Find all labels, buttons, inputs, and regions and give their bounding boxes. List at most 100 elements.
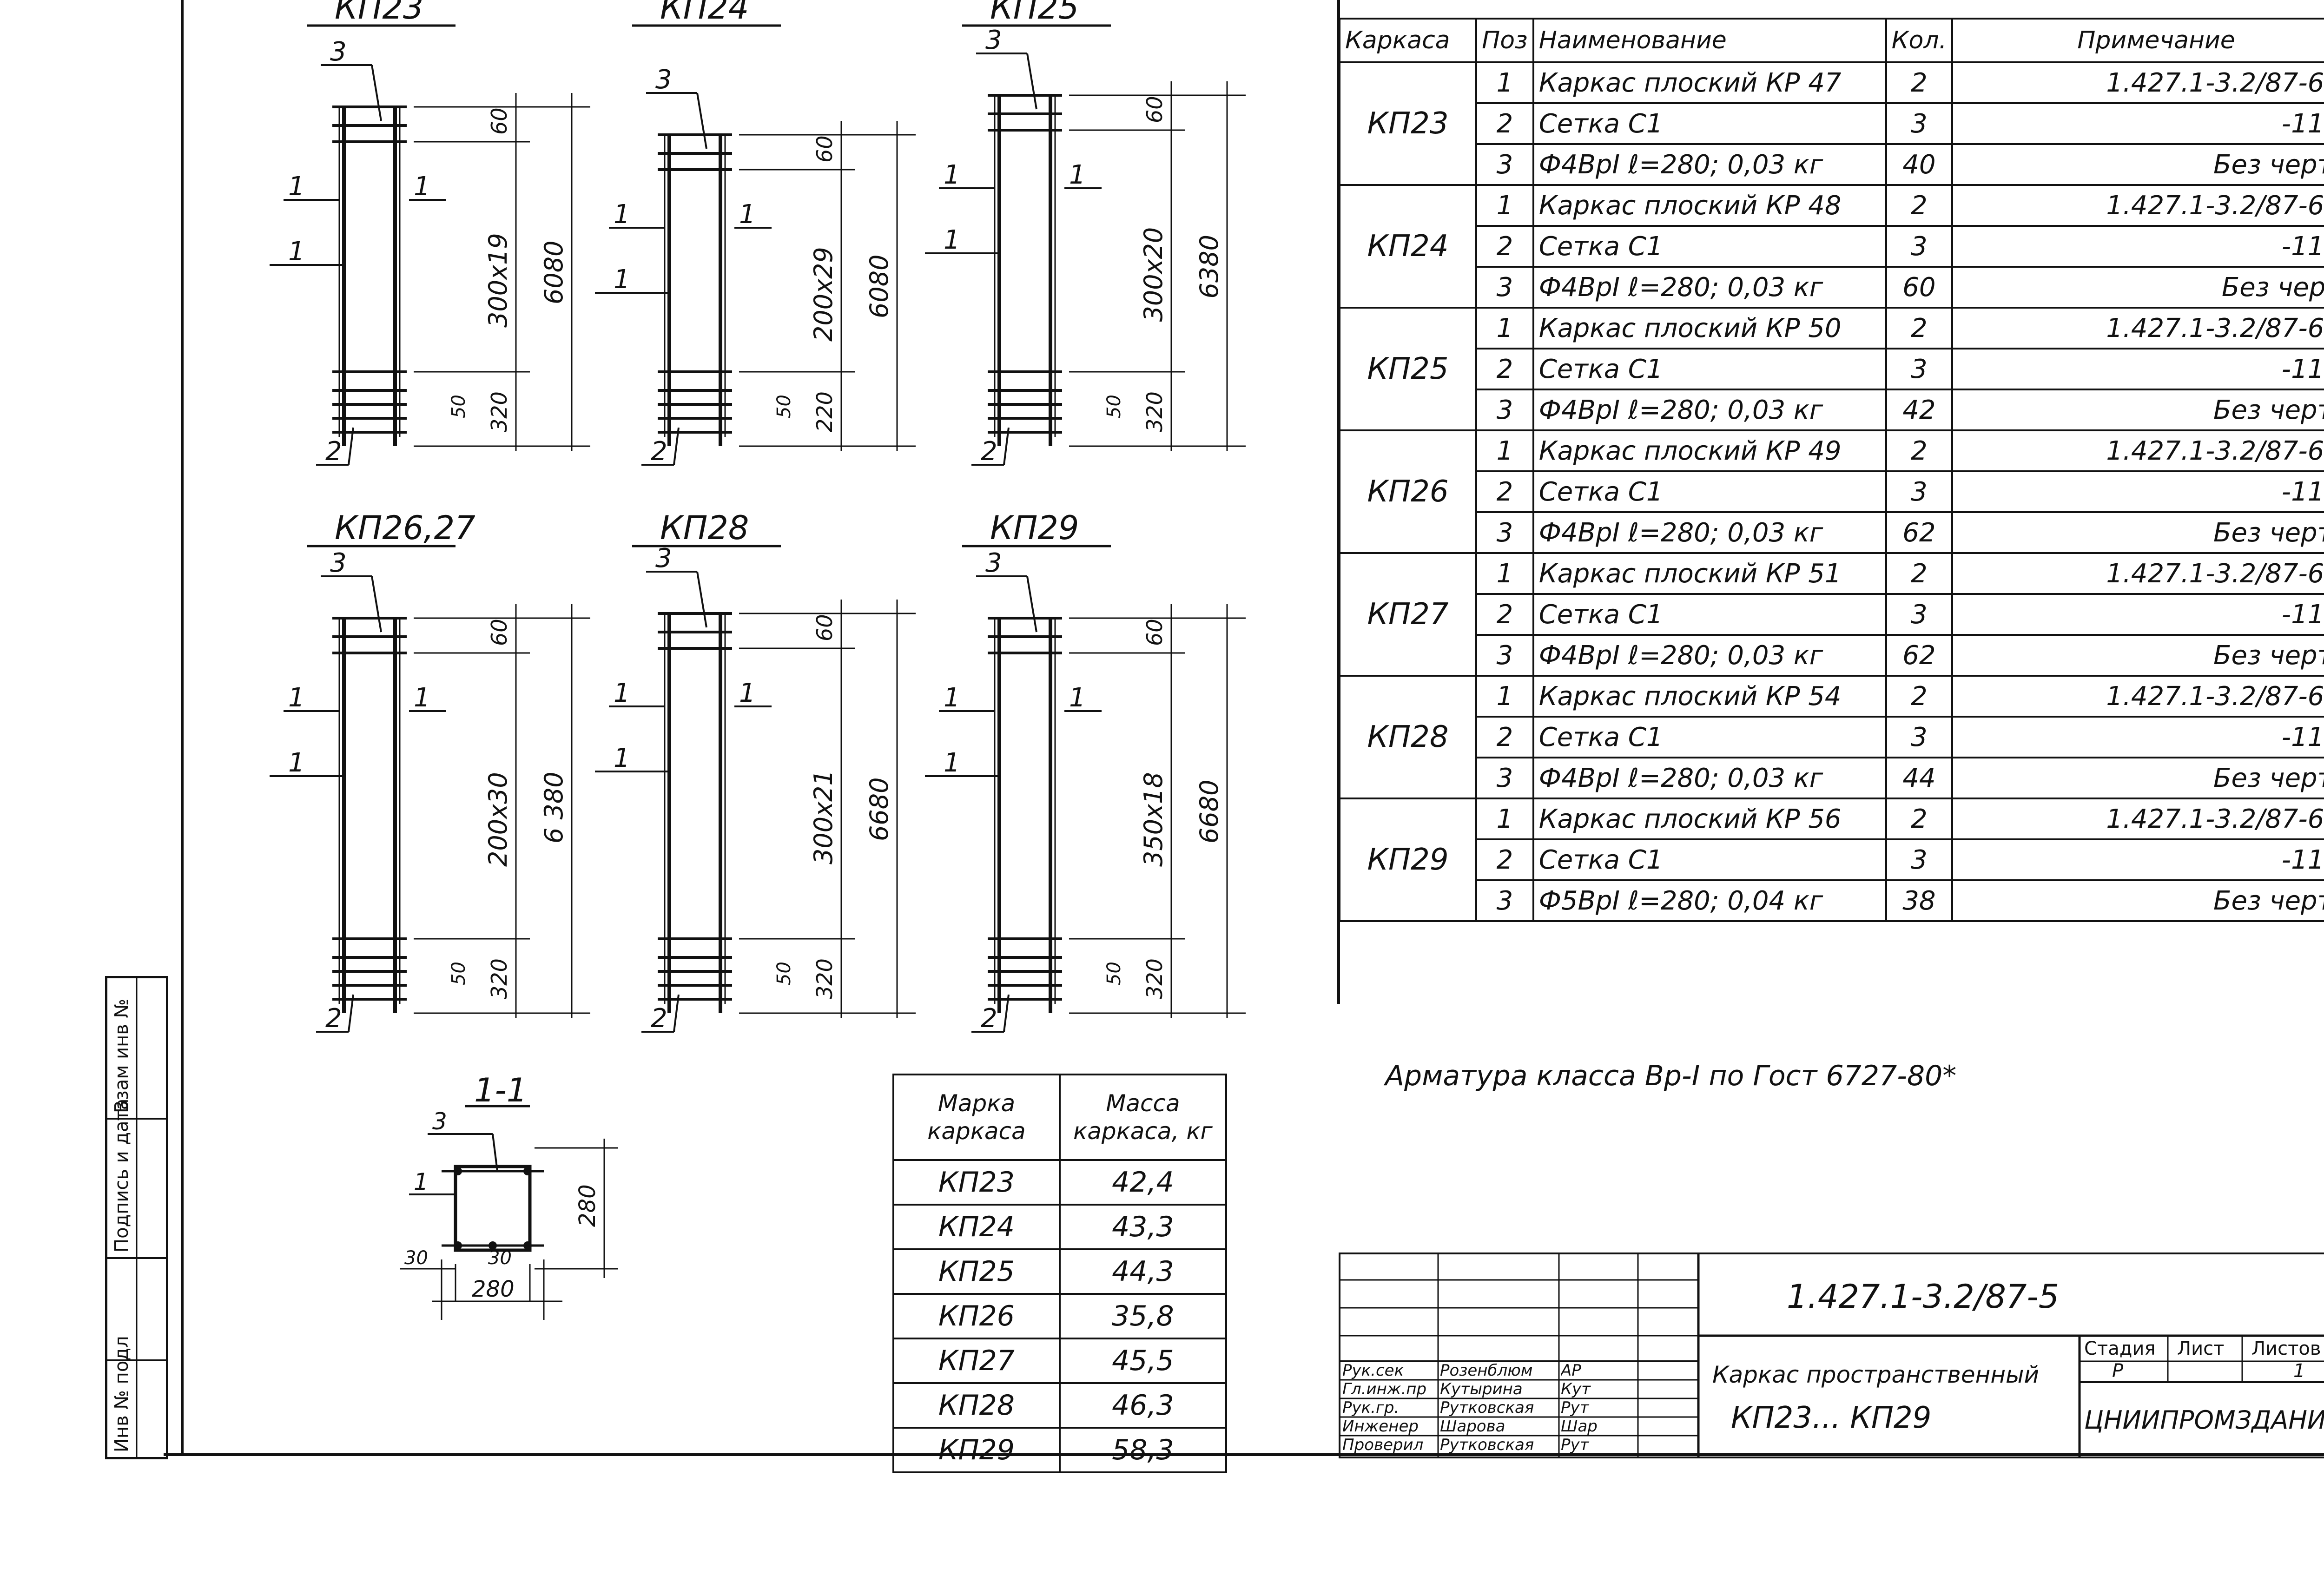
spec-pos: 3 xyxy=(1475,143,1534,186)
spec-pos: 2 xyxy=(1475,716,1534,758)
spec-qty: 3 xyxy=(1885,716,1954,758)
spec-mark: КП27 xyxy=(1338,552,1478,677)
callout-3: 3 xyxy=(330,548,347,578)
frame-title: КП26,27 xyxy=(335,509,475,547)
spec-qty: 3 xyxy=(1885,225,1954,268)
spec-name: Сетка С1 xyxy=(1532,225,1887,268)
dim-bottom: 320 xyxy=(487,958,512,999)
spec-name: Сетка С1 xyxy=(1532,102,1887,145)
callout-3: 3 xyxy=(985,548,1002,578)
spec-note: 1.427.1-3.2/87-69 xyxy=(1951,307,2324,349)
spec-name: Каркас плоский КР 50 xyxy=(1532,307,1887,349)
spec-qty: 2 xyxy=(1885,552,1954,595)
callout-1: 1 xyxy=(414,171,430,202)
dim-step: 300х20 xyxy=(1139,227,1168,322)
spec-pos: 1 xyxy=(1475,552,1534,595)
signature-name: Розенблюм xyxy=(1440,1361,1533,1380)
title-block: 1.427.1-3.2/87-5 Каркас пространственный… xyxy=(1339,1253,2324,1458)
spec-name: Ф4ВрI ℓ=280; 0,03 кг xyxy=(1532,511,1887,554)
spec-note: -118 xyxy=(1951,102,2324,145)
spec-name: Каркас плоский КР 48 xyxy=(1532,184,1887,227)
spec-name: Каркас плоский КР 47 xyxy=(1532,61,1887,104)
spec-name: Каркас плоский КР 51 xyxy=(1532,552,1887,595)
spec-note: -118 xyxy=(1951,838,2324,881)
callout-3: 3 xyxy=(655,65,672,95)
dim-bottom: 320 xyxy=(1142,391,1167,432)
stage-value: Р xyxy=(2112,1360,2124,1382)
callout-leader xyxy=(371,65,382,121)
header-mark: Каркаса xyxy=(1338,18,1478,63)
section-title: 1-1 xyxy=(474,1071,527,1109)
spec-qty: 2 xyxy=(1885,429,1954,472)
callout-1: 1 xyxy=(739,199,756,230)
frame-title: КП25 xyxy=(990,0,1079,26)
spec-note: 1.427.1-3.2/87-69 xyxy=(1951,61,2324,104)
signature-role: Рук.сек xyxy=(1342,1361,1404,1380)
mass-mass: 35,8 xyxy=(1058,1293,1228,1339)
spec-pos: 2 xyxy=(1475,348,1534,390)
dim-total: 6680 xyxy=(865,778,894,841)
mass-mark: КП26 xyxy=(892,1293,1061,1339)
spec-name: Ф4ВрI ℓ=280; 0,03 кг xyxy=(1532,143,1887,186)
callout-leader xyxy=(696,571,707,628)
dim-50: 50 xyxy=(1103,395,1125,418)
spec-note: Без черт. xyxy=(1951,143,2324,186)
callout-1: 1 xyxy=(614,743,630,773)
spec-note: -118 xyxy=(1951,470,2324,513)
dim-50: 50 xyxy=(1103,962,1125,985)
mass-header-mass: Масса каркаса, кг xyxy=(1058,1074,1228,1161)
spec-qty: 3 xyxy=(1885,470,1954,513)
callout-leader xyxy=(696,92,707,149)
header-name: Наименование xyxy=(1532,18,1887,63)
spec-header-row: Каркаса Поз Наименование Кол. Примечание xyxy=(1338,18,2324,63)
spec-name: Ф5ВрI ℓ=280; 0,04 кг xyxy=(1532,879,1887,922)
callout-1: 1 xyxy=(944,748,960,778)
spec-name: Каркас плоский КР 56 xyxy=(1532,798,1887,840)
spec-name: Сетка С1 xyxy=(1532,348,1887,390)
callout-2: 2 xyxy=(981,1003,997,1034)
spec-note: 1.427.1-3.2/87-69 xyxy=(1951,675,2324,718)
spec-pos: 1 xyxy=(1475,675,1534,718)
signature-role: Гл.инж.пр xyxy=(1342,1380,1427,1398)
spec-name: Сетка С1 xyxy=(1532,470,1887,513)
spec-name: Ф4ВрI ℓ=280; 0,03 кг xyxy=(1532,389,1887,431)
callout-1: 1 xyxy=(1069,683,1086,713)
mass-mark: КП23 xyxy=(892,1159,1061,1206)
document-title-line2: КП23... КП29 xyxy=(1731,1401,1932,1435)
spec-pos: 2 xyxy=(1475,102,1534,145)
spec-qty: 2 xyxy=(1885,675,1954,718)
side-inv-orig: Инв № подл xyxy=(111,1336,132,1452)
spec-qty: 40 xyxy=(1885,143,1954,186)
spec-qty: 62 xyxy=(1885,511,1954,554)
mass-mass: 42,4 xyxy=(1058,1159,1228,1206)
spec-note: Без черт xyxy=(1951,266,2324,309)
callout-3: 3 xyxy=(655,543,672,574)
spec-note: Без черт. xyxy=(1951,879,2324,922)
callout-1: 1 xyxy=(288,748,305,778)
reinforcement-note: Арматура класса Вр-I по Гост 6727-80* xyxy=(1385,1060,1957,1092)
callout-leader xyxy=(673,427,680,465)
mass-mass: 58,3 xyxy=(1058,1427,1228,1473)
spec-qty: 60 xyxy=(1885,266,1954,309)
stage-label: Стадия xyxy=(2084,1338,2156,1359)
callout-2: 2 xyxy=(651,436,667,467)
dim-top: 60 xyxy=(1142,96,1167,123)
mass-mass: 43,3 xyxy=(1058,1204,1228,1250)
